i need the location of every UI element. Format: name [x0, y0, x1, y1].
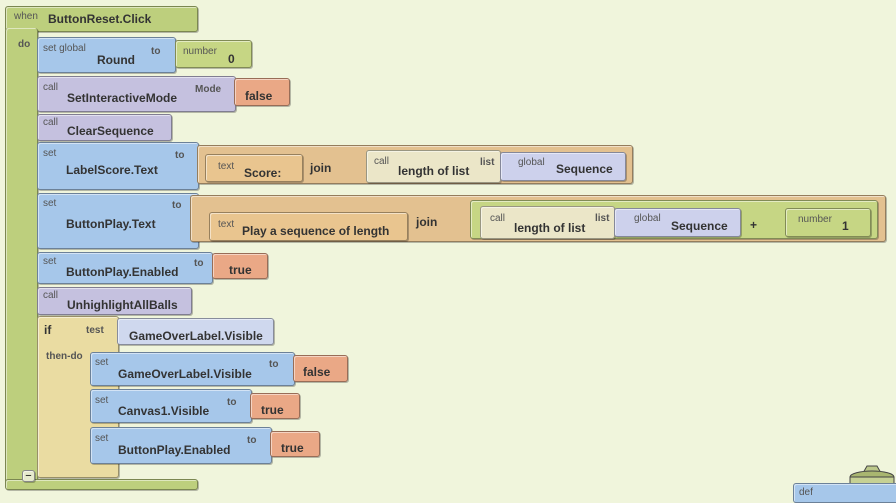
join-label: join [310, 161, 332, 175]
bool-value: true [229, 263, 252, 277]
global-label: global [518, 157, 545, 168]
set-game-over-visible-block[interactable] [90, 352, 295, 386]
set-canvas-visible-block[interactable] [90, 389, 252, 423]
to-label: to [194, 258, 204, 269]
call-label: call [43, 290, 59, 301]
text-label: text [218, 161, 235, 172]
length-label: length of list [398, 164, 470, 178]
true-block[interactable] [250, 393, 300, 419]
global-sequence-block[interactable] [500, 152, 626, 181]
set-label: set [95, 357, 109, 368]
length-label: length of list [514, 221, 586, 235]
collapse-button[interactable]: − [22, 470, 35, 482]
do-label: do [18, 39, 31, 50]
length-of-list-block[interactable] [366, 150, 501, 183]
call-label: call [374, 156, 390, 167]
false-block[interactable] [293, 355, 348, 382]
number-label: number [183, 46, 217, 57]
set-label: set [95, 433, 109, 444]
global-label: global [634, 213, 661, 224]
condition-name: GameOverLabel.Visible [129, 329, 263, 343]
text-block[interactable] [205, 154, 303, 182]
if-label: if [44, 323, 52, 337]
set-label: set [95, 395, 109, 406]
false-block[interactable] [234, 78, 290, 106]
text-block[interactable] [209, 212, 408, 241]
list-label: list [480, 157, 495, 168]
property-name: GameOverLabel.Visible [118, 367, 252, 381]
set-label: set [43, 198, 57, 209]
call-label: call [43, 82, 59, 93]
then-do-label: then-do [46, 351, 83, 362]
variable-name: Sequence [556, 162, 613, 176]
to-label: to [247, 435, 257, 446]
call-label: call [490, 213, 506, 224]
to-label: to [175, 150, 185, 161]
when-label: when [14, 11, 38, 22]
set-label: set [43, 256, 57, 267]
number-value: 0 [228, 52, 235, 66]
component-getter-block[interactable] [117, 318, 274, 345]
length-of-list-block[interactable] [480, 206, 615, 239]
property-name: ButtonPlay.Enabled [118, 443, 231, 457]
text-value: Play a sequence of length [242, 224, 390, 238]
variable-name: Round [97, 53, 135, 67]
text-label: text [218, 219, 235, 230]
to-label: to [227, 397, 237, 408]
set-button-play-enabled-block-2[interactable] [90, 427, 272, 464]
number-label: number [798, 214, 832, 225]
variable-name: Sequence [671, 219, 728, 233]
number-value: 1 [842, 219, 849, 233]
property-name: ButtonPlay.Text [66, 217, 156, 231]
bool-value: true [281, 441, 304, 455]
bool-value: false [245, 89, 273, 103]
property-name: ButtonPlay.Enabled [66, 265, 179, 279]
bool-value: true [261, 403, 284, 417]
test-label: test [86, 325, 104, 336]
global-sequence-block[interactable] [614, 208, 741, 237]
set-global-label: set global [43, 43, 86, 54]
plus-label: + [750, 218, 758, 232]
true-block[interactable] [212, 253, 268, 279]
to-label: to [269, 359, 279, 370]
number-block[interactable] [785, 208, 871, 237]
number-block[interactable] [175, 40, 252, 68]
property-name: LabelScore.Text [66, 163, 158, 177]
call-label: call [43, 117, 59, 128]
to-label: to [172, 200, 182, 211]
property-name: Canvas1.Visible [118, 404, 210, 418]
procedure-name: ClearSequence [67, 124, 154, 138]
true-block[interactable] [270, 431, 320, 457]
procedure-name: UnhighlightAllBalls [67, 298, 178, 312]
def-label: def [799, 487, 813, 498]
procedure-name: SetInteractiveMode [67, 91, 178, 105]
event-name: ButtonReset.Click [48, 12, 152, 26]
join-label: join [416, 215, 438, 229]
param-label: Mode [195, 84, 222, 95]
bool-value: false [303, 365, 331, 379]
to-label: to [151, 46, 161, 57]
text-value: Score: [244, 166, 282, 180]
set-label: set [43, 148, 57, 159]
list-label: list [595, 213, 610, 224]
